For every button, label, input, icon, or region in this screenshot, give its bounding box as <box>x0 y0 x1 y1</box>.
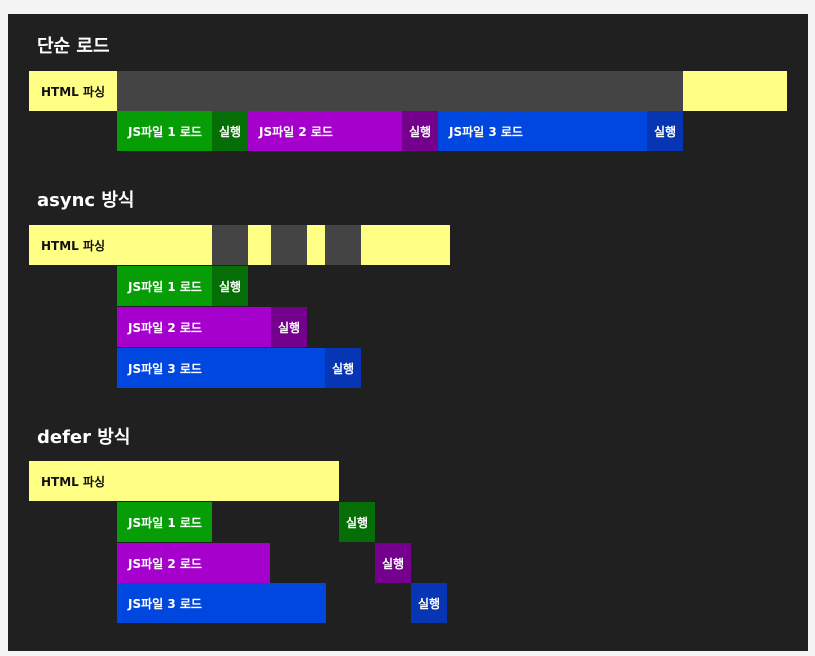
html-parse-bar <box>307 225 325 265</box>
js1-load-label: JS파일 1 로드 <box>128 124 202 139</box>
parse-blocked-bar <box>271 225 307 265</box>
js2-load-label: JS파일 2 로드 <box>128 320 202 335</box>
js2-exec-bar: 실행 <box>402 111 438 151</box>
js1-load-bar: JS파일 1 로드 <box>117 111 212 151</box>
html-parse-label: HTML 파싱 <box>41 84 106 99</box>
js2-load-bar: JS파일 2 로드 <box>117 543 270 583</box>
js2-exec-bar: 실행 <box>375 543 411 583</box>
script-loading-diagram: 단순 로드 HTML 파싱 JS파일 1 로드 실행 JS파일 2 로드 실행 … <box>8 14 808 651</box>
js3-load-label: JS파일 3 로드 <box>128 361 202 376</box>
html-parse-bar: HTML 파싱 <box>29 225 212 265</box>
html-parse-bar <box>683 71 787 111</box>
js2-exec-bar: 실행 <box>271 307 307 347</box>
html-parse-bar: HTML 파싱 <box>29 461 339 501</box>
html-parse-bar <box>248 225 271 265</box>
parse-blocked-bar <box>325 225 361 265</box>
js2-exec-label: 실행 <box>408 124 432 139</box>
js3-load-label: JS파일 3 로드 <box>449 124 523 139</box>
js2-exec-label: 실행 <box>277 320 301 335</box>
html-parse-bar: HTML 파싱 <box>29 71 117 111</box>
js2-load-bar: JS파일 2 로드 <box>117 307 271 347</box>
js3-exec-label: 실행 <box>653 124 677 139</box>
js3-exec-bar: 실행 <box>411 583 447 623</box>
js1-exec-label: 실행 <box>218 124 242 139</box>
js1-exec-bar: 실행 <box>212 266 248 306</box>
js1-load-bar: JS파일 1 로드 <box>117 502 212 542</box>
js2-load-label: JS파일 2 로드 <box>128 556 202 571</box>
js2-exec-label: 실행 <box>381 556 405 571</box>
js3-exec-bar: 실행 <box>647 111 683 151</box>
js1-exec-label: 실행 <box>345 515 369 530</box>
html-parse-bar <box>361 225 450 265</box>
js3-exec-label: 실행 <box>417 596 441 611</box>
js3-exec-label: 실행 <box>331 361 355 376</box>
js1-load-bar: JS파일 1 로드 <box>117 266 212 306</box>
js1-load-label: JS파일 1 로드 <box>128 279 202 294</box>
js1-exec-label: 실행 <box>218 279 242 294</box>
js3-load-bar: JS파일 3 로드 <box>117 348 325 388</box>
js2-load-label: JS파일 2 로드 <box>259 124 333 139</box>
js2-load-bar: JS파일 2 로드 <box>248 111 402 151</box>
js3-exec-bar: 실행 <box>325 348 361 388</box>
parse-blocked-bar <box>117 71 683 111</box>
js3-load-bar: JS파일 3 로드 <box>438 111 647 151</box>
section-title-async: async 방식 <box>37 190 135 211</box>
js1-load-label: JS파일 1 로드 <box>128 515 202 530</box>
js1-exec-bar: 실행 <box>212 111 248 151</box>
html-parse-label: HTML 파싱 <box>41 474 106 489</box>
html-parse-label: HTML 파싱 <box>41 238 106 253</box>
section-title-simple-load: 단순 로드 <box>37 36 110 57</box>
section-title-defer: defer 방식 <box>37 427 131 448</box>
js3-load-label: JS파일 3 로드 <box>128 596 202 611</box>
js3-load-bar: JS파일 3 로드 <box>117 583 326 623</box>
parse-blocked-bar <box>212 225 248 265</box>
js1-exec-bar: 실행 <box>339 502 375 542</box>
